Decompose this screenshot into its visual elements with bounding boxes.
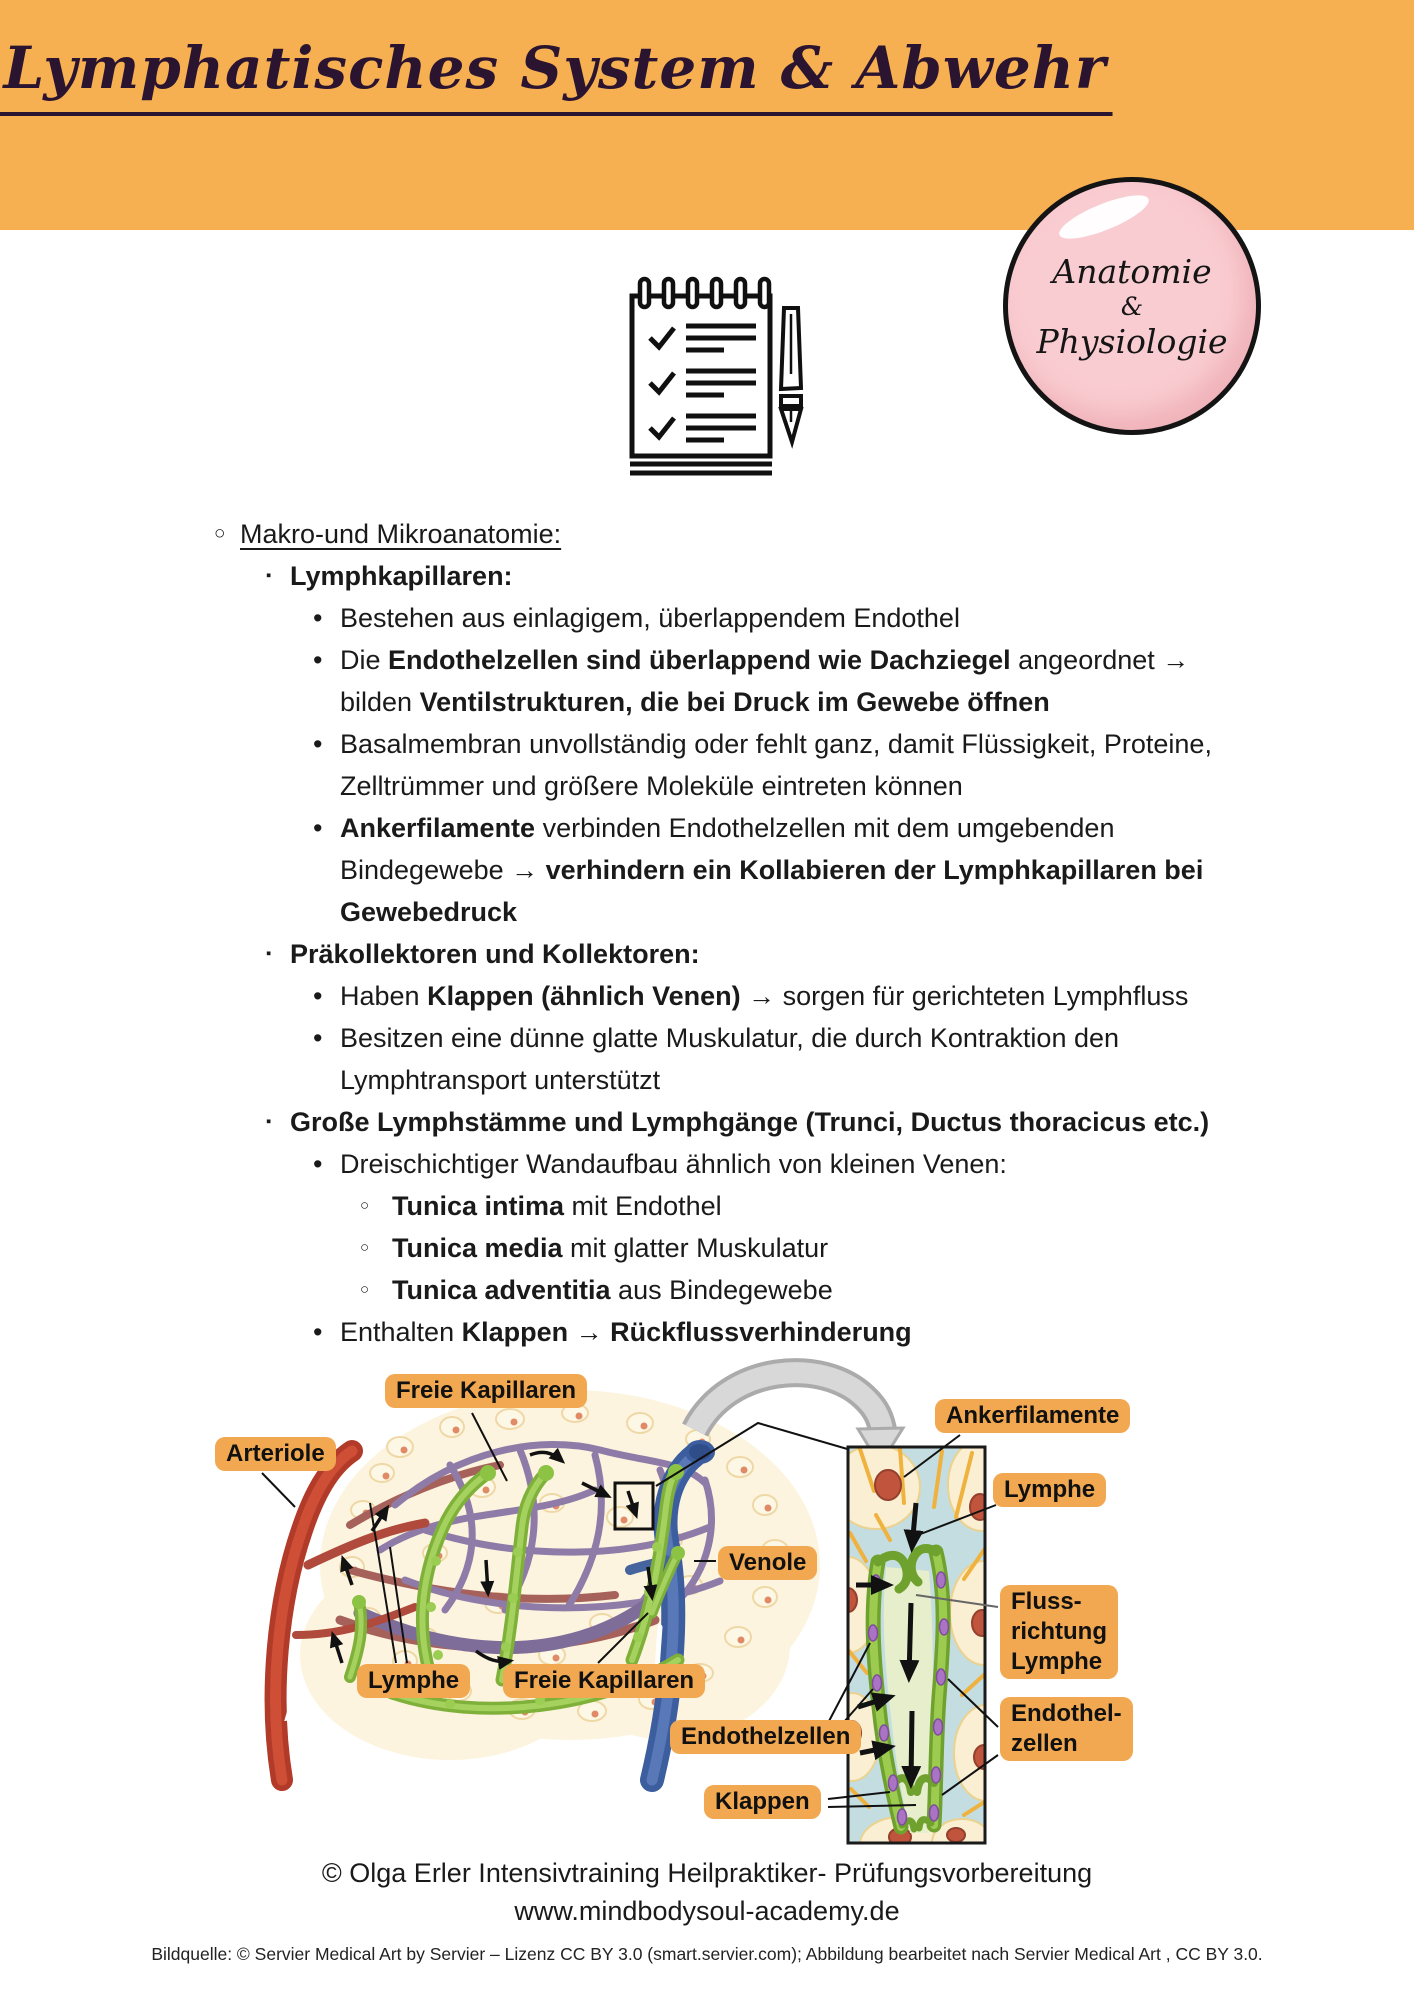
figure-label-lymphe-left: Lymphe: [357, 1664, 471, 1698]
figure-label-endothelzellen: Endothelzellen: [670, 1720, 862, 1754]
footer-website: www.mindbodysoul-academy.de: [514, 1896, 900, 1926]
tissue-background: [300, 1390, 820, 1760]
bullet-square-icon: ▪: [266, 1113, 272, 1130]
text-line: bilden Ventilstrukturen, die bei Druck i…: [340, 687, 1050, 717]
text-line: •Enthalten Klappen → Rückflussverhinderu…: [0, 1311, 1414, 1353]
figure-label-ankerfilamente: Ankerfilamente: [935, 1399, 1131, 1433]
text-line: •Bestehen aus einlagigem, überlappendem …: [0, 597, 1414, 639]
lymph-channel: [883, 1567, 933, 1833]
footer-copyright: © Olga Erler Intensivtraining Heilprakti…: [321, 1858, 1093, 1888]
text-line: Bindegewebe → verhindern ein Kollabieren…: [340, 855, 1204, 885]
text-line: ○Tunica media mit glatter Muskulatur: [0, 1227, 1414, 1269]
notepad-pad: [629, 276, 773, 459]
text-line: ▪Lymphkapillaren:: [0, 555, 1414, 597]
lymph-capillaries: [344, 1464, 685, 1715]
notepad-spirals: [637, 276, 772, 310]
figure-label-arteriole: Arteriole: [215, 1437, 336, 1471]
panel-cell-nuclei: [848, 1469, 985, 1843]
text-line: ○Makro-und Mikroanatomie:: [0, 513, 1414, 555]
figure-label-freie-kapillaren-bottom: Freie Kapillaren: [503, 1664, 706, 1698]
bullet-dot-icon: •: [313, 813, 323, 843]
figure-label-klappen: Klappen: [704, 1785, 821, 1819]
magnified-panel: [846, 1445, 987, 1845]
badge-line-2: &: [1120, 291, 1144, 321]
bullet-dot-icon: •: [313, 645, 323, 675]
text-line: •Besitzen eine dünne glatte Muskulatur, …: [0, 1017, 1414, 1059]
text-line: Gewebedruck: [340, 897, 518, 927]
endothelial-cell-chains: [865, 1544, 951, 1835]
bullet-dot-icon: •: [313, 981, 323, 1011]
anatomy-physiology-badge: Anatomie & Physiologie: [1003, 177, 1261, 435]
figure-label-freie-kapillaren-top: Freie Kapillaren: [385, 1374, 588, 1408]
text-line: ○Tunica adventitia aus Bindegewebe: [0, 1269, 1414, 1311]
panel-tissue-cells: [848, 1447, 985, 1843]
text-line: Zelltrümmer und größere Moleküle eintret…: [340, 771, 963, 801]
bullet-square-icon: ▪: [266, 945, 272, 962]
figure-label-lymphe-right: Lymphe: [993, 1473, 1107, 1507]
bullet-small-icon: ○: [360, 1281, 370, 1298]
text-line: •Die Endothelzellen sind überlappend wie…: [0, 639, 1414, 681]
tissue-cell-nuclei: [351, 1412, 782, 1718]
bullet-square-icon: ▪: [266, 567, 272, 584]
anchor-filaments: [848, 1447, 985, 1817]
bullet-small-icon: ○: [360, 1197, 370, 1214]
fountain-pen-icon: [778, 306, 804, 449]
tissue-cells: [339, 1403, 789, 1722]
figure-label-venole: Venole: [718, 1546, 818, 1580]
text-line: •Ankerfilamente verbinden Endothelzellen…: [0, 807, 1414, 849]
text-line: •Basalmembran unvollständig oder fehlt g…: [0, 723, 1414, 765]
badge-gloss-highlight: [1054, 186, 1154, 248]
panel-border: [846, 1445, 987, 1845]
zoom-region-marker: [613, 1481, 655, 1531]
bullet-dot-icon: •: [313, 729, 323, 759]
text-line: ○Tunica intima mit Endothel: [0, 1185, 1414, 1227]
lymph-capillary-diagram: [261, 1358, 999, 1845]
page-title: Lymphatisches System & Abwehr: [0, 34, 1113, 116]
badge-line-1: Anatomie: [1052, 251, 1212, 291]
arteriole-vessel: [264, 1440, 430, 1791]
capillary-network: [335, 1441, 724, 1655]
venole-vessel: [625, 1440, 715, 1792]
text-line: ▪Große Lymphstämme und Lymphgänge (Trunc…: [0, 1101, 1414, 1143]
figure-label-endothel-zellen: Endothel-zellen: [1000, 1697, 1133, 1761]
bullet-dot-icon: •: [313, 603, 323, 633]
notepad-checklist: [648, 323, 756, 443]
text-line: ▪Präkollektoren und Kollektoren:: [0, 933, 1414, 975]
figure-leader-lines: [261, 1412, 869, 1664]
text-line: Lymphtransport unterstützt: [340, 1065, 661, 1095]
bullet-dot-icon: •: [313, 1023, 323, 1053]
badge-line-3: Physiologie: [1036, 321, 1228, 361]
panel-leader-lines: [827, 1434, 999, 1808]
bullet-circle-icon: ○: [214, 523, 226, 544]
content-lines: ○Makro-und Mikroanatomie:▪Lymphkapillare…: [0, 513, 1414, 1353]
endothelial-nuclei: [867, 1571, 950, 1826]
notepad-base-lines: [630, 461, 772, 476]
lymph-flow-arrows: [856, 1502, 924, 1789]
checklist-notepad-icon: [628, 276, 810, 478]
bullet-dot-icon: •: [313, 1317, 323, 1347]
image-source-note: Bildquelle: © Servier Medical Art by Ser…: [151, 1944, 1263, 1964]
bullet-dot-icon: •: [313, 1149, 323, 1179]
text-line: •Dreischichtiger Wandaufbau ähnlich von …: [0, 1143, 1414, 1185]
zoom-region-arrow-icon: [682, 1358, 906, 1468]
bullet-small-icon: ○: [360, 1239, 370, 1256]
flow-arrows: [329, 1447, 658, 1670]
text-line: •Haben Klappen (ähnlich Venen) → sorgen …: [0, 975, 1414, 1017]
